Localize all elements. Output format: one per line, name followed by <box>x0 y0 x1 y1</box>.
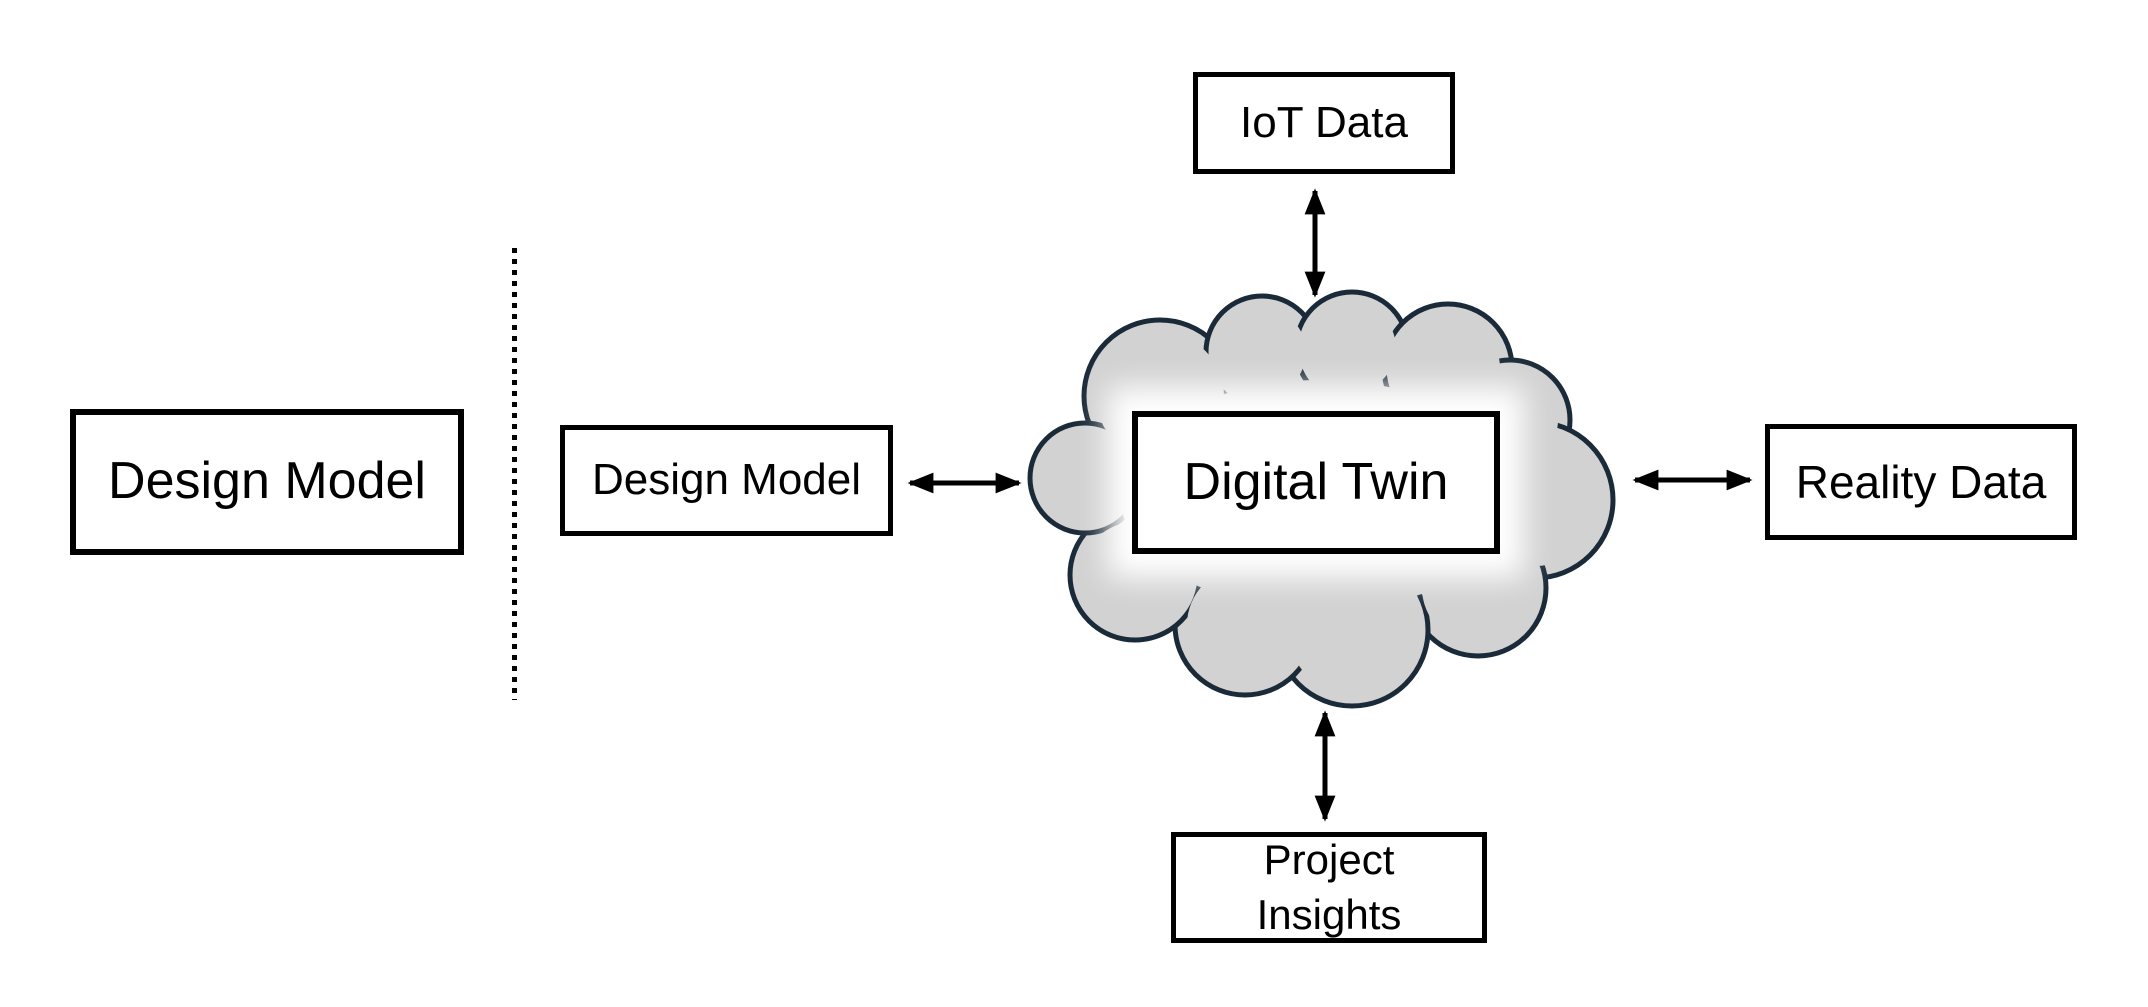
design-model-left-label: Design Model <box>108 452 426 511</box>
reality-data-label: Reality Data <box>1795 455 2047 508</box>
design-model-box-left: Design Model <box>70 409 464 555</box>
design-model-box-twin: Design Model <box>560 425 893 536</box>
design-model-twin-label: Design Model <box>591 455 862 505</box>
project-insights-box: Project Insights <box>1171 832 1487 943</box>
project-insights-label: Project Insights <box>1256 835 1402 938</box>
iot-data-box: IoT Data <box>1193 72 1455 174</box>
digital-twin-label: Digital Twin <box>1183 452 1449 511</box>
digital-twin-box: Digital Twin <box>1132 411 1500 554</box>
iot-data-label: IoT Data <box>1240 97 1408 147</box>
reality-data-box: Reality Data <box>1765 424 2077 540</box>
